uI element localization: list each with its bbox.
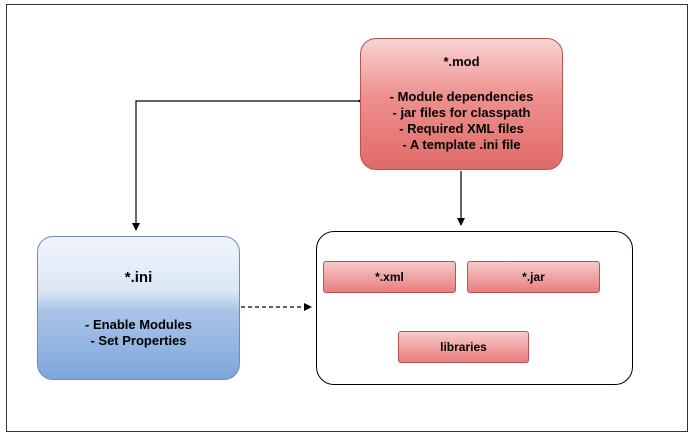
mod-node-title: *.mod [443, 54, 480, 69]
ini-node-details: - Enable Modules - Set Properties [38, 317, 239, 349]
xml-file-chip: *.xml [323, 261, 456, 293]
mod-detail-line: - A template .ini file [402, 137, 521, 152]
ini-node-title: *.ini [124, 269, 153, 286]
mod-detail-line: - jar files for classpath [392, 105, 531, 120]
mod-node: *.mod - Module dependencies - jar files … [360, 38, 563, 170]
mod-node-details: - Module dependencies - jar files for cl… [361, 89, 562, 153]
diagram-frame [6, 4, 688, 432]
jar-file-chip: *.jar [467, 261, 600, 293]
ini-detail-line: - Set Properties [90, 333, 187, 348]
libraries-chip: libraries [398, 331, 529, 363]
edge-mod-ini [132, 97, 365, 231]
mod-detail-line: - Module dependencies [389, 89, 534, 104]
ini-detail-line: - Enable Modules [85, 317, 192, 332]
mod-detail-line: - Required XML files [399, 121, 524, 136]
ini-node: *.ini - Enable Modules - Set Properties [37, 236, 240, 380]
